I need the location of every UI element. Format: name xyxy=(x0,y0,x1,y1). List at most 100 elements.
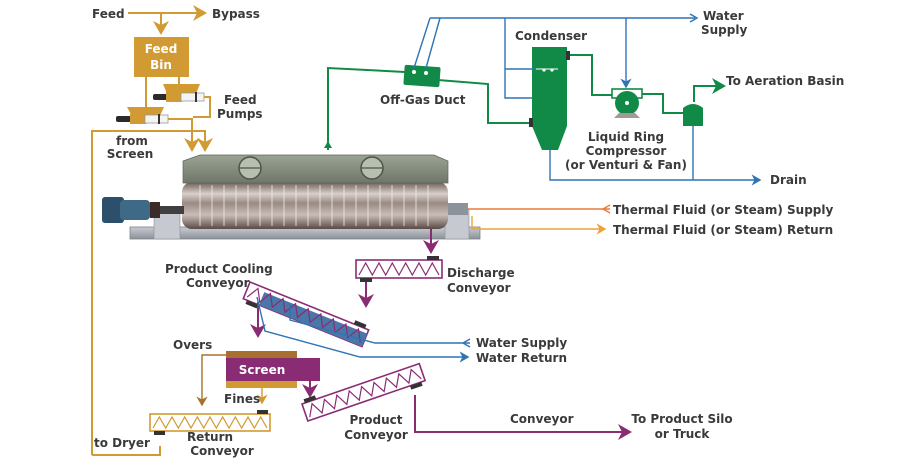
feed-bin-label-1: Feed xyxy=(145,42,178,56)
condenser-nozzle-2 xyxy=(550,68,554,72)
condenser-inlet-flange xyxy=(529,118,533,127)
condenser-to-compressor-line xyxy=(570,54,612,96)
separator-tank xyxy=(683,104,703,126)
duct-water-feed-2 xyxy=(425,17,441,69)
drum-ribs xyxy=(199,185,429,226)
condenser-outlet-flange xyxy=(566,51,570,60)
coupling xyxy=(150,202,160,218)
feed-pumps-label-2: Pumps xyxy=(217,107,263,121)
compressor-to-separator-line xyxy=(642,93,683,114)
pump-body-upper xyxy=(166,92,182,102)
dryer-lid xyxy=(182,154,449,184)
water-return-bottom-label: Water Return xyxy=(476,351,567,365)
to-dryer-line xyxy=(92,446,161,456)
screen-body xyxy=(226,358,320,381)
product-cooling-label-2: Conveyor xyxy=(186,276,250,290)
condenser-label: Condenser xyxy=(515,29,587,43)
product-cooling-label-1: Product Cooling xyxy=(165,262,273,276)
return-conveyor-label-2: Conveyor xyxy=(190,444,254,458)
thermal-fluid-connection xyxy=(448,203,468,215)
drive-motor xyxy=(102,197,124,223)
product-conveyor-label-2: Conveyor xyxy=(344,428,408,442)
from-screen-label-1: from xyxy=(116,134,148,148)
water-supply-top-label-2: Supply xyxy=(701,23,747,37)
compressor-label-1: Liquid Ring xyxy=(588,130,664,144)
screen-top-deck xyxy=(226,351,297,359)
dryer-vent-line xyxy=(327,66,406,150)
water-supply-arrow xyxy=(689,13,699,23)
water-section-top: Water Supply Drain xyxy=(413,9,807,187)
gearbox xyxy=(120,200,150,220)
thermal-return-label: Thermal Fluid (or Steam) Return xyxy=(613,223,833,237)
paddle-dryer xyxy=(102,154,481,240)
compressor-stand xyxy=(614,113,640,118)
to-product-silo-label-1: To Product Silo xyxy=(631,412,732,426)
cooling-outlet xyxy=(245,300,259,309)
pump-cylinder-upper xyxy=(180,92,205,102)
duct-spray-nozzle-2 xyxy=(424,71,428,75)
water-supply-bottom-label: Water Supply xyxy=(476,336,567,350)
product-conveyor-screw xyxy=(309,368,422,418)
discharge-inlet xyxy=(427,256,439,260)
condenser-nozzle-1 xyxy=(542,68,546,72)
feed-bin-label-2: Bin xyxy=(150,58,172,72)
duct-to-condenser-line xyxy=(437,79,530,124)
fines-label: Fines xyxy=(224,392,260,406)
dryer-drum xyxy=(182,182,448,229)
discharge-outlet xyxy=(360,278,372,282)
thermal-supply-label: Thermal Fluid (or Steam) Supply xyxy=(613,203,833,217)
conveyor-label: Conveyor xyxy=(510,412,574,426)
pump-upper-discharge xyxy=(193,96,211,118)
drain-label: Drain xyxy=(770,173,807,187)
duct-spray-nozzle-1 xyxy=(412,70,416,74)
off-gas-duct xyxy=(403,64,441,88)
drain-line xyxy=(549,150,762,186)
cooling-water-return-line xyxy=(256,296,470,363)
pump-cylinder-lower xyxy=(144,114,169,124)
feed-label: Feed xyxy=(92,7,125,21)
pump-body-lower xyxy=(130,114,146,124)
overs-line xyxy=(196,354,226,407)
to-aeration-basin-label: To Aeration Basin xyxy=(726,74,844,88)
screen-label: Screen xyxy=(239,363,286,377)
return-conveyor-label-1: Return xyxy=(187,430,233,444)
product-conveyor-inlet xyxy=(303,395,317,404)
cooling-inlet xyxy=(353,320,367,329)
discharge-conveyor-screw xyxy=(358,261,440,277)
pump-discharge-to-dryer xyxy=(168,118,200,152)
cooling-water-supply-line xyxy=(289,304,470,344)
compressor-label-2: Compressor xyxy=(586,144,667,158)
thermal-supply-arrow xyxy=(601,204,611,214)
discharge-label-2: Conveyor xyxy=(447,281,511,295)
to-product-silo-label-2: or Truck xyxy=(655,427,711,441)
off-gas-section: Off-Gas Duct Condenser To Aeration Basin… xyxy=(324,29,844,172)
to-product-silo-line xyxy=(414,395,632,440)
cooling-conveyor-screw xyxy=(246,287,361,343)
condenser-tower xyxy=(532,47,567,150)
water-supply-top-label-1: Water xyxy=(703,9,744,23)
return-from-screen-line xyxy=(91,130,213,455)
product-conveyor-label-1: Product xyxy=(350,413,403,427)
feed-pumps-label-1: Feed xyxy=(224,93,257,107)
cooling-water-supply-arrow xyxy=(461,338,471,348)
pump-motor-lower xyxy=(116,116,131,122)
bypass-label: Bypass xyxy=(212,7,260,21)
thermal-return-line xyxy=(471,216,607,235)
screen-bottom-deck xyxy=(226,381,297,388)
to-dryer-label: to Dryer xyxy=(94,436,150,450)
drive-shaft xyxy=(160,206,184,214)
off-gas-duct-label: Off-Gas Duct xyxy=(380,93,466,107)
product-conveyor xyxy=(300,362,427,423)
return-conveyor-screw xyxy=(152,415,268,430)
return-outlet xyxy=(154,431,165,435)
thermal-fluid-section: Thermal Fluid (or Steam) Supply Thermal … xyxy=(468,203,833,237)
return-inlet xyxy=(257,410,268,414)
return-conveyor xyxy=(149,413,271,432)
feed-bin xyxy=(134,37,189,77)
duct-water-feed-1 xyxy=(413,17,431,69)
to-aeration-basin-line xyxy=(693,78,726,102)
compressor-shaft xyxy=(625,101,629,105)
water-section-bottom: Water Supply Water Return xyxy=(256,296,567,365)
vent-arrow xyxy=(324,141,332,148)
